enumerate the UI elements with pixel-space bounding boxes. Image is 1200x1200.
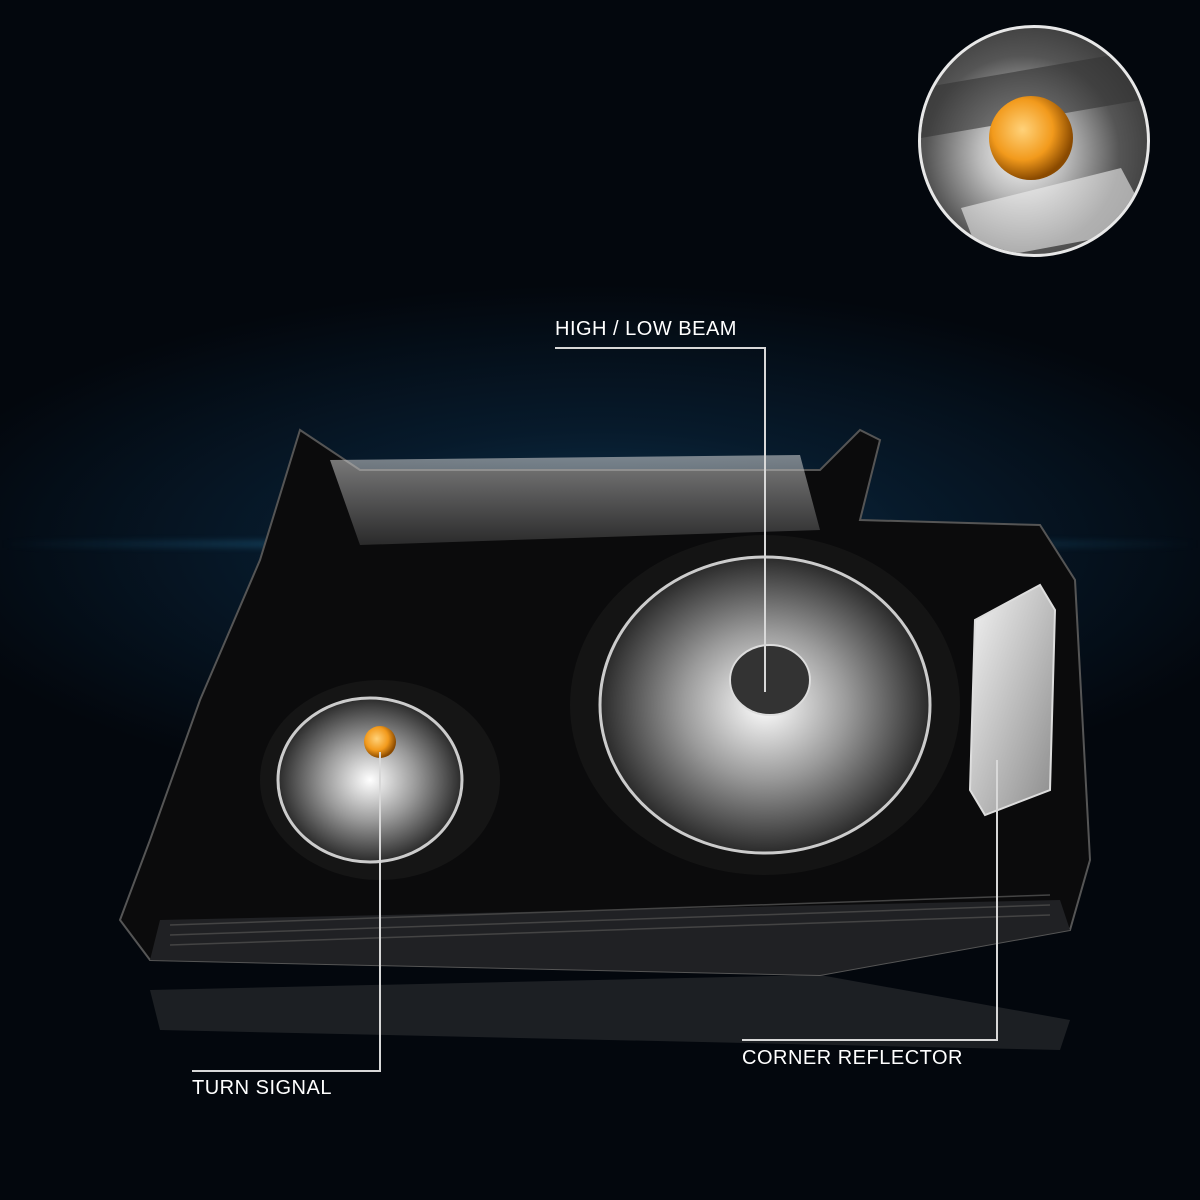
- high-low-beam-label: HIGH / LOW BEAM: [555, 318, 737, 340]
- turn-signal-leader-vertical: [379, 752, 381, 1072]
- corner-reflector-label: CORNER REFLECTOR: [742, 1047, 963, 1069]
- turn-signal-leader: [192, 1070, 380, 1072]
- turn-signal-label: TURN SIGNAL: [192, 1077, 332, 1099]
- corner-reflector: [968, 583, 1057, 817]
- corner-reflector-leader: [742, 1039, 998, 1041]
- turn-signal-lamp: [260, 680, 500, 880]
- high-low-beam-lamp: [570, 535, 960, 875]
- high-low-beam-leader: [555, 347, 765, 349]
- high-low-beam-leader-vertical: [764, 347, 766, 692]
- corner-reflector-leader-vertical: [996, 760, 998, 1041]
- turn-signal-detail-inset: [918, 25, 1150, 257]
